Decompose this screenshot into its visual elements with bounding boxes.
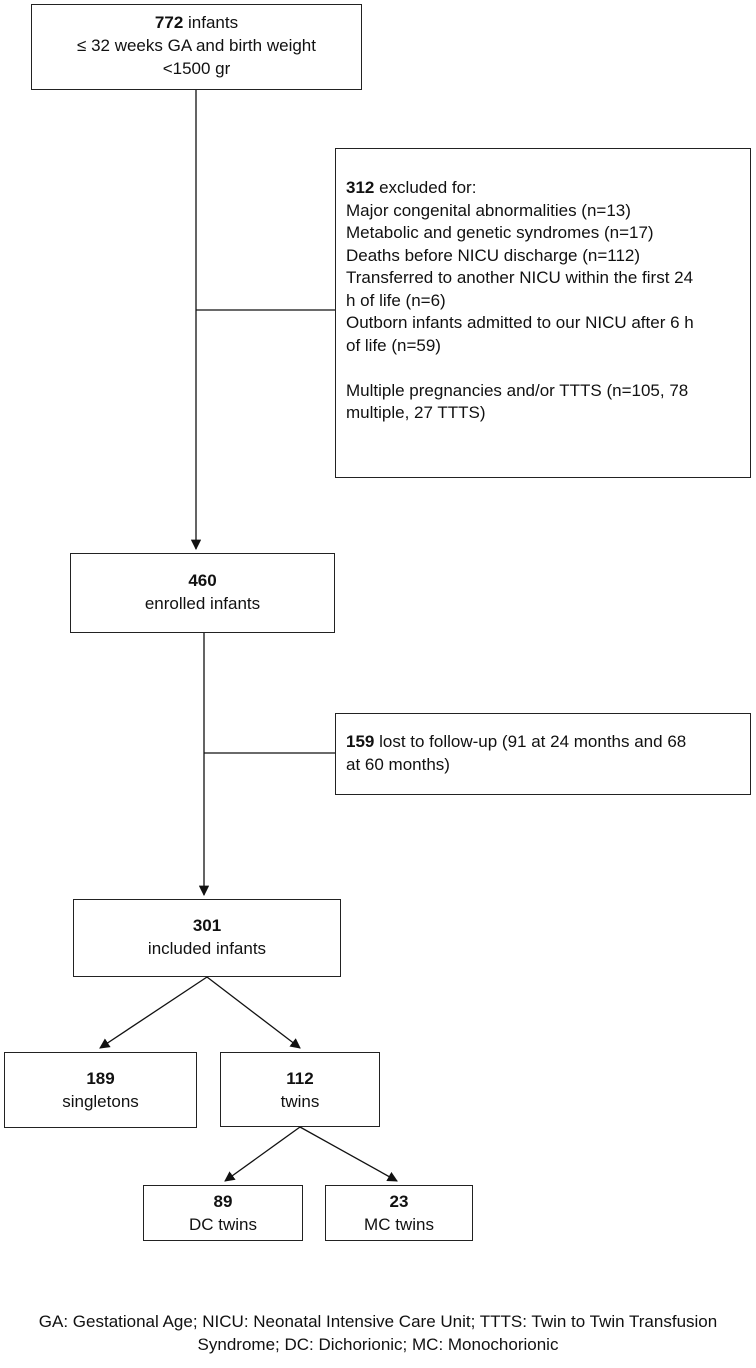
box-enrolled: 460 enrolled infants [70,553,335,633]
box-dc-twins: 89 DC twins [143,1185,303,1241]
footnote-line: Syndrome; DC: Dichorionic; MC: Monochori… [197,1335,559,1354]
footnote-line: GA: Gestational Age; NICU: Neonatal Inte… [38,1312,718,1331]
box-lost-followup: 159 lost to follow-up (91 at 24 months a… [335,713,751,795]
excluded-reason: multiple, 27 TTTS) [346,403,486,422]
enrolled-label: enrolled infants [144,594,261,613]
initial-count: 772 [154,13,184,32]
mc-twins-count: 23 [389,1192,409,1211]
excluded-reason: h of life (n=6) [346,290,446,310]
arrow-included-to-twins [206,976,301,1049]
enrolled-count: 460 [188,571,217,590]
excluded-reason: Major congenital abnormalities (n=13) [346,200,631,220]
excluded-reason: Outborn infants admitted to our NICU aft… [346,313,694,332]
excluded-reason: Transferred to another NICU within the f… [346,268,694,287]
twins-count: 112 [286,1069,314,1088]
excluded-reason: Multiple pregnancies and/or TTTS (n=105,… [346,380,689,400]
box-singletons: 189 singletons [4,1052,197,1128]
excluded-reason: of life (n=59) [346,335,441,355]
excluded-count: 312 [346,178,375,197]
mc-twins-label: MC twins [364,1215,434,1234]
arrow-twins-to-dc [224,1126,301,1182]
twins-label: twins [280,1092,320,1111]
box-initial-cohort: 772 infants ≤ 32 weeks GA and birth weig… [31,4,362,90]
excluded-reason: Deaths before NICU discharge (n=112) [346,245,641,265]
included-label: included infants [147,939,267,958]
box-included: 301 included infants [73,899,341,977]
excluded-label: excluded for: [374,178,477,197]
initial-count-label: infants [183,13,239,32]
included-count: 301 [192,916,222,935]
excluded-spacer [346,357,744,380]
box-excluded: 312 excluded for: Major congenital abnor… [335,148,751,478]
initial-weight-line: <1500 gr [162,59,231,78]
lost-count: 159 [346,732,375,751]
singletons-label: singletons [62,1092,139,1111]
box-mc-twins: 23 MC twins [325,1185,473,1241]
abbreviations-footnote: GA: Gestational Age; NICU: Neonatal Inte… [0,1310,756,1356]
box-twins: 112 twins [220,1052,380,1127]
lost-label: lost to follow-up (91 at 24 months and 6… [374,732,687,751]
dc-twins-label: DC twins [188,1215,257,1234]
initial-criteria-line: ≤ 32 weeks GA and birth weight [77,36,316,55]
arrow-twins-to-mc [299,1126,398,1182]
dc-twins-count: 89 [213,1192,233,1211]
singletons-count: 189 [86,1069,115,1088]
lost-label-cont: at 60 months) [346,755,450,774]
arrow-included-to-singletons [99,976,208,1049]
excluded-reason: Metabolic and genetic syndromes (n=17) [346,223,654,242]
